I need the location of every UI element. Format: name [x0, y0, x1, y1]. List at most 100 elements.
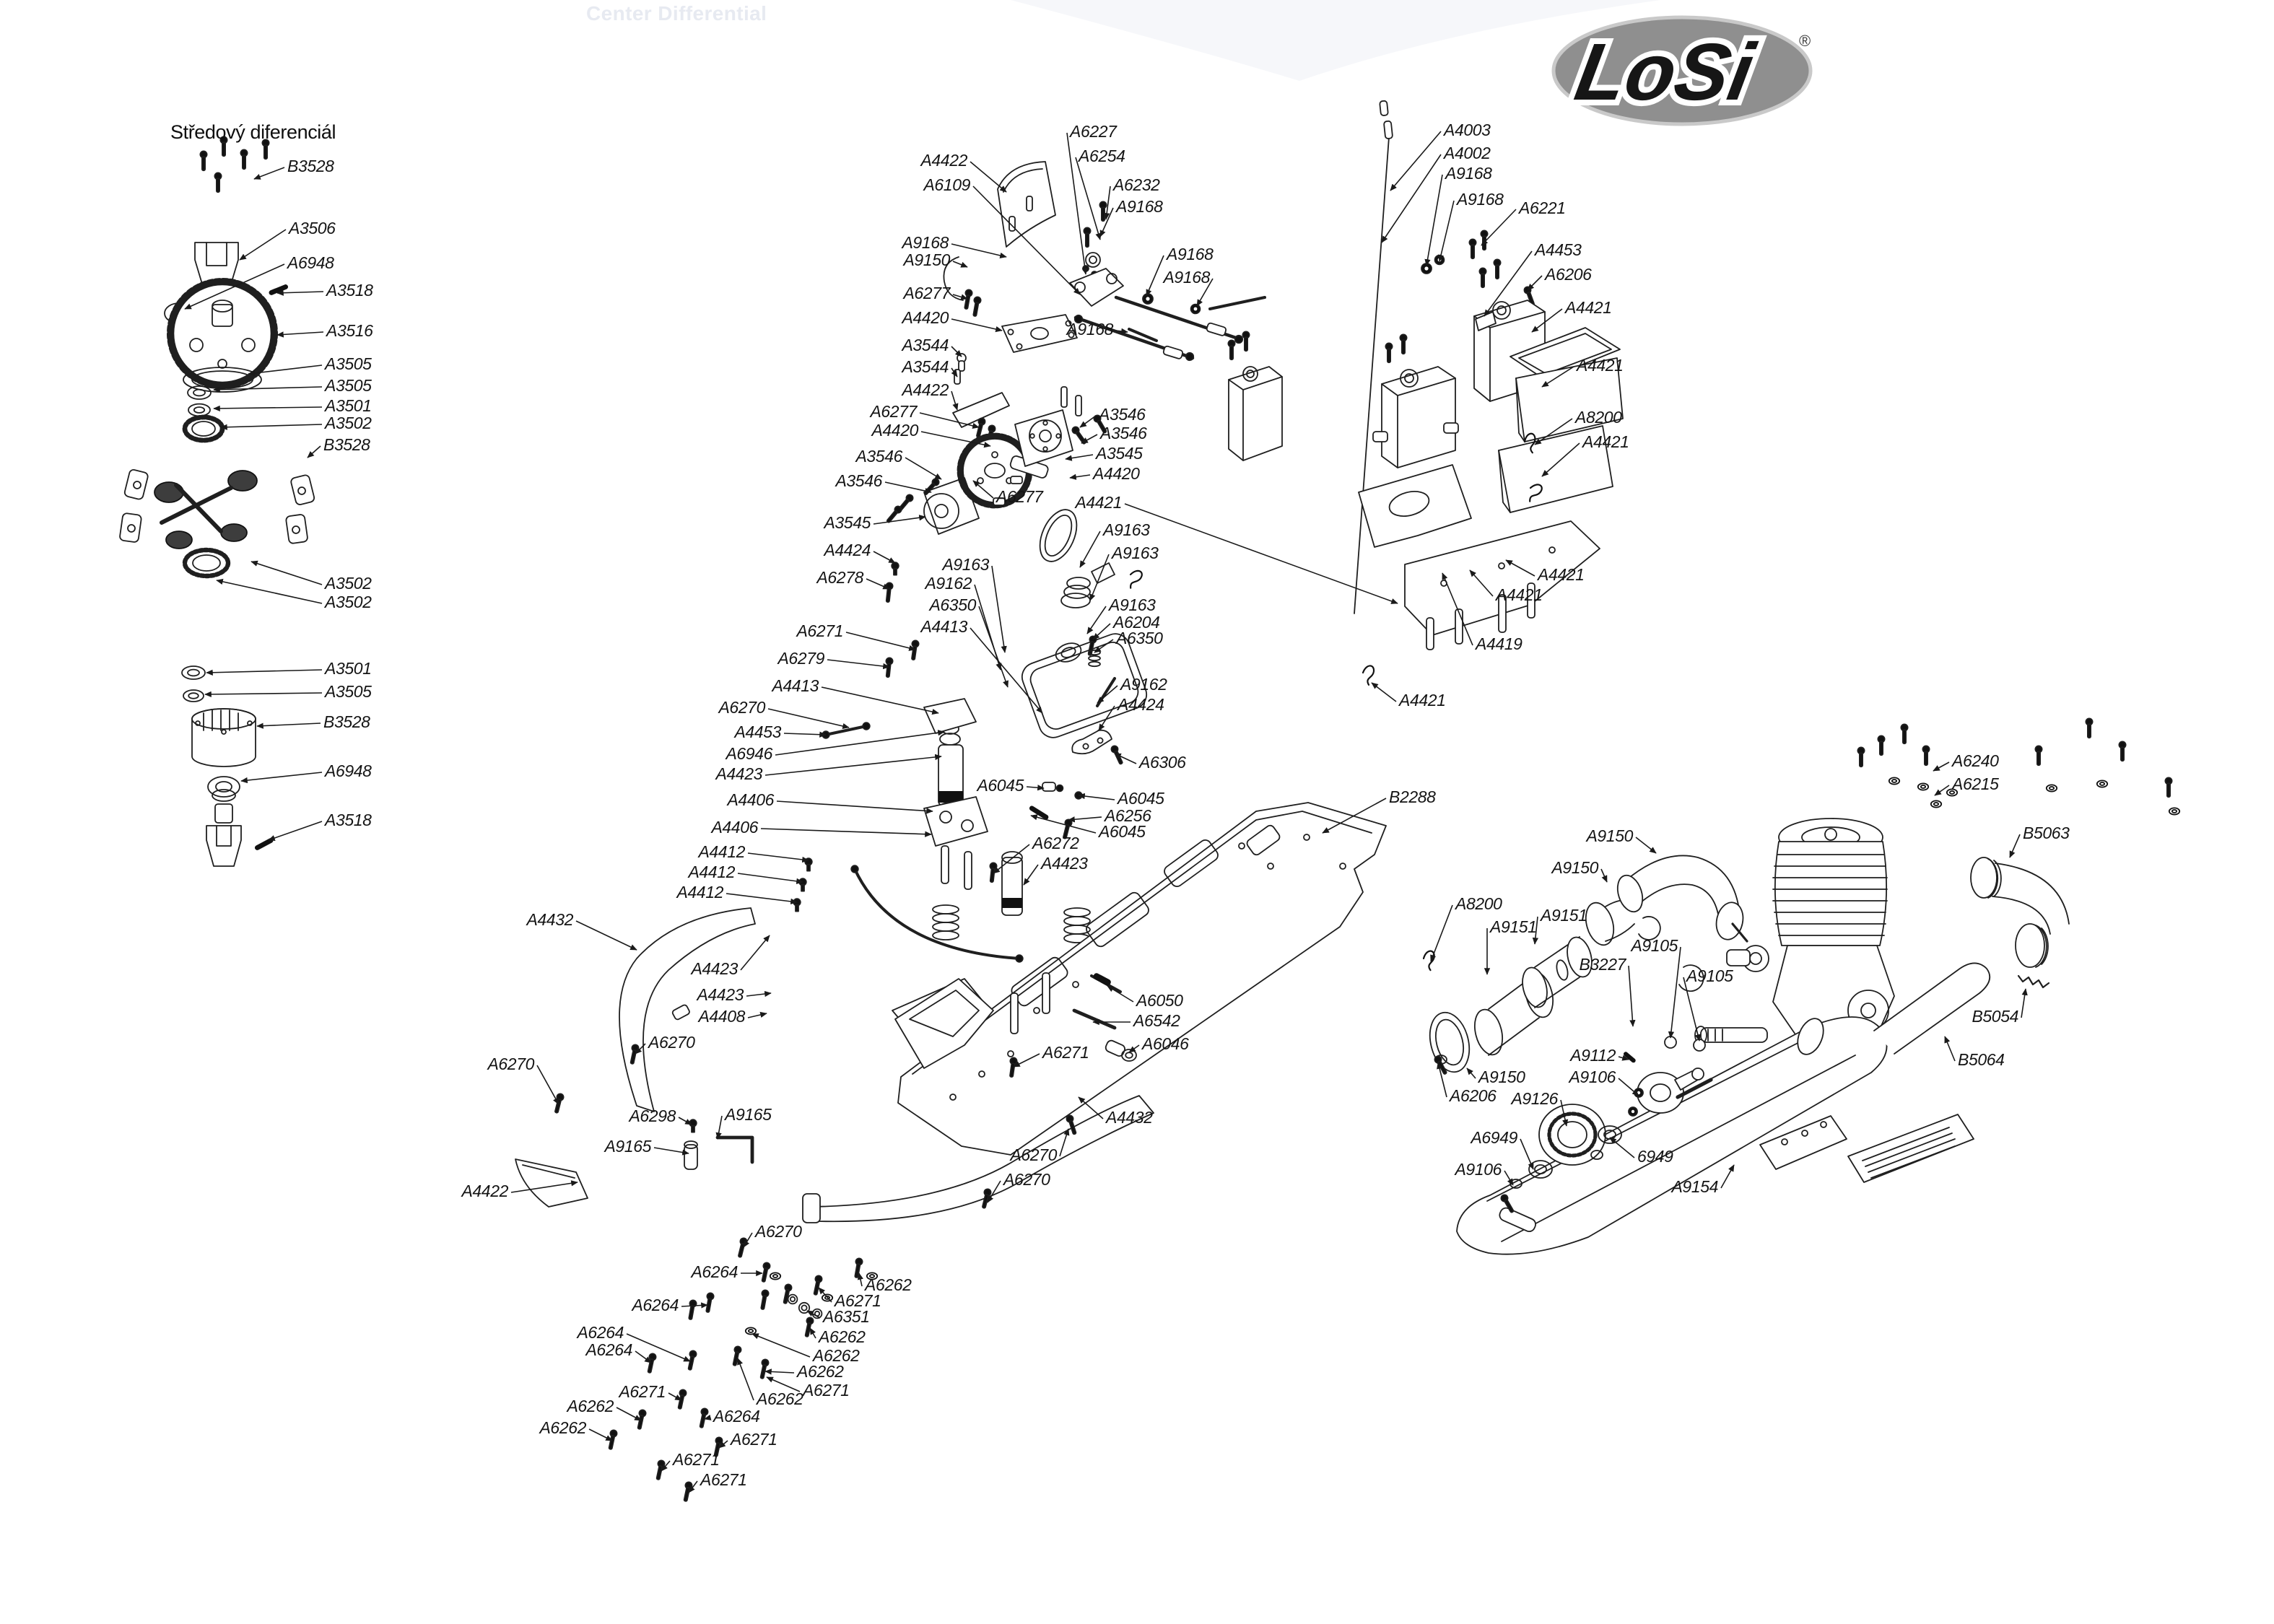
part-label: A6271: [673, 1452, 720, 1470]
part-label: A4424: [1118, 697, 1164, 715]
part-label: B5054: [1972, 1009, 2018, 1026]
part-label: A9168: [1457, 192, 1504, 209]
part-label: A6262: [539, 1420, 586, 1438]
part-label: A3546: [835, 473, 882, 491]
part-label: A6240: [1952, 754, 1999, 771]
part-label: A6264: [577, 1325, 624, 1343]
part-label: A6046: [1142, 1036, 1189, 1054]
part-label: A6306: [1139, 755, 1186, 772]
part-label: A6270: [755, 1224, 802, 1241]
part-label: A9150: [1478, 1070, 1525, 1087]
part-label: A4412: [698, 844, 745, 862]
hardware-right: [1857, 717, 2181, 816]
part-label: A3502: [325, 576, 372, 593]
part-label: A4423: [691, 961, 738, 979]
part-label: A6232: [1113, 178, 1160, 195]
part-label: A6215: [1952, 777, 1999, 794]
part-label: A6271: [731, 1432, 777, 1449]
part-label: A4421: [1399, 693, 1446, 710]
part-label: A4423: [715, 767, 762, 784]
part-label: A6946: [726, 746, 772, 764]
part-label: A6045: [1118, 791, 1164, 808]
part-label: A3518: [325, 813, 372, 830]
clutch-flywheel: [1432, 1052, 1713, 1215]
part-label: A9168: [1066, 322, 1113, 339]
part-label: A6271: [1042, 1045, 1089, 1062]
part-label: A9126: [1511, 1091, 1558, 1109]
part-label: A9150: [903, 253, 950, 270]
part-label: A9106: [1455, 1162, 1502, 1179]
part-label: A3505: [325, 378, 372, 396]
part-label: A6948: [325, 764, 372, 781]
part-label: A6270: [1010, 1148, 1057, 1165]
center-diff-assembly: [119, 136, 315, 867]
center-diff-mount: [884, 288, 1110, 535]
part-label: A6271: [619, 1384, 666, 1402]
part-label: A3546: [1099, 407, 1146, 424]
part-label: A4421: [1538, 567, 1585, 585]
part-label: A4421: [1582, 435, 1629, 452]
part-label: A4424: [824, 543, 871, 560]
part-label: A6350: [929, 598, 976, 615]
part-label: B3528: [323, 437, 370, 455]
part-label: A9168: [1163, 270, 1210, 287]
part-label: A9163: [1109, 598, 1156, 615]
part-label: A3516: [326, 323, 373, 341]
part-label: A6279: [777, 651, 824, 668]
part-label: B5063: [2023, 826, 2070, 843]
part-label: A9106: [1569, 1070, 1616, 1087]
part-label: A6262: [567, 1399, 614, 1416]
part-label: A6264: [691, 1265, 738, 1282]
part-label: A6298: [629, 1109, 676, 1126]
part-label: A9168: [902, 235, 949, 253]
part-label: A6204: [1113, 615, 1160, 632]
part-label: A4432: [1106, 1110, 1153, 1127]
engine: [1664, 818, 1895, 1052]
part-label: A9168: [1445, 166, 1492, 183]
part-label: A3546: [855, 449, 902, 466]
part-label: A9163: [1103, 523, 1150, 540]
part-label: A4453: [734, 725, 781, 742]
part-label: A4420: [1093, 466, 1140, 484]
losi-logo: LoSi ®: [1545, 9, 1822, 133]
part-label: A6271: [803, 1383, 850, 1400]
logo-oval: [1554, 17, 1811, 124]
part-label: A6351: [823, 1309, 870, 1327]
part-label: A4421: [1577, 358, 1624, 375]
logo-text: LoSi: [1569, 27, 1762, 117]
part-label: A6949: [1471, 1130, 1517, 1148]
part-label: B3227: [1579, 957, 1626, 974]
part-label: A6262: [813, 1348, 860, 1366]
part-label: A6262: [819, 1330, 866, 1347]
part-label: A3518: [326, 283, 373, 300]
part-label: A6270: [1003, 1172, 1050, 1189]
part-label: A9150: [1551, 860, 1598, 878]
part-label: A3545: [1096, 446, 1143, 463]
part-label: A6221: [1519, 201, 1566, 218]
part-label: A3501: [325, 398, 372, 416]
part-label: A4420: [871, 423, 918, 440]
gasket-b5004: [1039, 509, 1078, 562]
part-label: A9168: [1167, 247, 1214, 264]
part-label: A4432: [526, 912, 573, 930]
part-label: B2288: [1389, 790, 1436, 807]
part-label: A6227: [1070, 124, 1117, 141]
part-label: A4003: [1444, 123, 1491, 140]
part-label: A3544: [902, 359, 949, 377]
part-label: A6264: [713, 1409, 760, 1426]
part-label: A6262: [865, 1278, 912, 1295]
part-label: A4406: [711, 820, 758, 837]
exhaust-group: [1456, 857, 2070, 1255]
part-label: A9163: [1112, 546, 1159, 563]
part-label: A6206: [1450, 1088, 1497, 1106]
part-label: A9105: [1631, 938, 1678, 956]
part-label: A4422: [902, 383, 949, 400]
part-label: A9150: [1586, 829, 1633, 846]
part-label: A9163: [942, 557, 989, 575]
part-label: A3502: [325, 595, 372, 612]
part-label: A9154: [1671, 1179, 1718, 1197]
part-label: A6045: [977, 778, 1024, 795]
part-label: A9151: [1490, 920, 1537, 937]
part-label: A6271: [835, 1293, 881, 1311]
part-label: A6270: [487, 1057, 534, 1074]
